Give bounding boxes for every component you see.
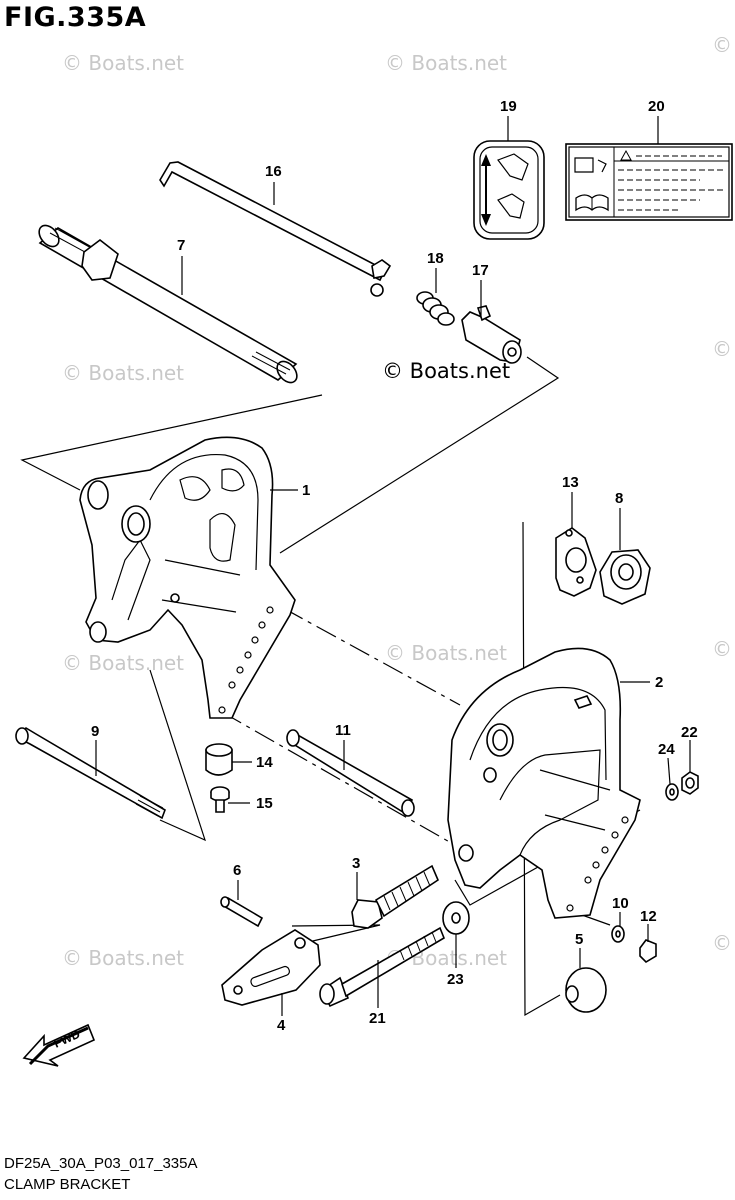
callout-19: 19 [500,98,517,115]
part-23-washer [442,901,470,935]
part-11-shaft [286,729,415,817]
callout-9: 9 [91,723,99,740]
callout-2: 2 [655,674,663,691]
figure-code: DF25A_30A_P03_017_335A [4,1155,198,1172]
callout-15: 15 [256,795,273,812]
part-6-pin [220,896,264,928]
watermark: © Boats.net [385,641,507,665]
callout-21: 21 [369,1010,386,1027]
part-24-washer [665,783,679,801]
callout-16: 16 [265,163,282,180]
part-14-bushing [205,743,233,776]
callouts: 19 20 16 7 18 17 1 13 8 2 9 14 1 [91,98,698,1034]
watermark: © Boats.net [62,361,184,385]
part-8-nut [599,549,651,605]
part-10-washer [611,925,625,943]
part-5-cap [565,967,607,1013]
watermark-copyright: © [712,637,732,661]
part-13-plate [555,527,597,597]
warning-triangle-icon [620,149,632,161]
watermark-dark: © Boats.net [382,359,510,383]
callout-1: 1 [302,482,310,499]
callout-18: 18 [427,250,444,267]
watermark-copyright: © [712,33,732,57]
callout-4: 4 [277,1017,286,1034]
callout-3: 3 [352,855,360,872]
callout-23: 23 [447,971,464,988]
part-21-bolt [319,926,445,1008]
callout-11: 11 [335,722,351,739]
callout-7: 7 [177,237,185,254]
part-20-warning-label [565,143,733,221]
part-16-rod [159,161,392,297]
part-19-label [473,140,545,240]
callout-8: 8 [615,490,623,507]
part-15-screw [210,786,230,813]
fwd-arrow-icon: FWD [22,1023,96,1067]
watermark-copyright: © [712,337,732,361]
part-3-threaded-rod [351,864,439,929]
figure-title: FIG.335A [4,2,147,33]
part-4-lever [221,929,321,1006]
manual-book-icon [575,194,609,212]
up-down-arrow-icon [481,154,491,226]
callout-24: 24 [658,741,675,758]
callout-22: 22 [681,724,698,741]
part-17-collar [461,305,522,364]
callout-10: 10 [612,895,629,912]
part-18-spring [416,291,455,326]
watermark-group: © Boats.net © Boats.net © © Boats.net © … [62,33,732,970]
callout-17: 17 [472,262,489,279]
watermark: © Boats.net [62,946,184,970]
figure-caption: CLAMP BRACKET [4,1176,131,1193]
callout-20: 20 [648,98,665,115]
part-1-clamp-bracket [79,436,296,719]
callout-14: 14 [256,754,273,771]
watermark: © Boats.net [385,51,507,75]
callout-13: 13 [562,474,579,491]
callout-12: 12 [640,908,657,925]
part-22-nut [681,771,699,795]
watermark: © Boats.net [62,51,184,75]
part-12-nut [639,939,657,964]
watermark: © Boats.net [62,651,184,675]
callout-5: 5 [575,931,583,948]
watermark-copyright: © [712,931,732,955]
part-2-clamp-bracket [447,647,641,919]
callout-6: 6 [233,862,241,879]
part-7-pipe [38,224,298,384]
part-9-bolt [15,726,166,820]
